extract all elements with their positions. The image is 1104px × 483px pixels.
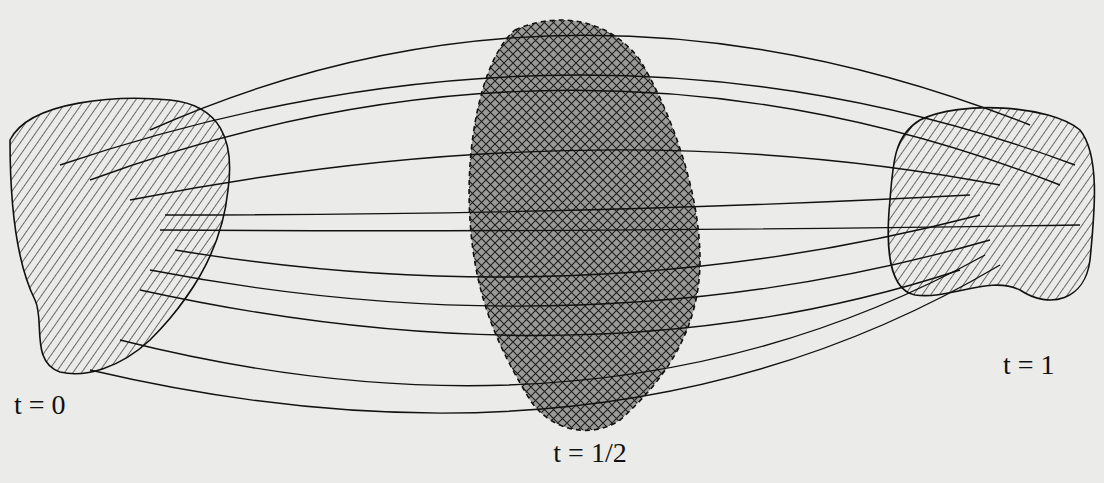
geodesic-curve (175, 215, 980, 277)
time-label: t = 1 (1003, 350, 1055, 381)
geodesic-curve (150, 35, 1030, 130)
geodesic-curve (130, 150, 1000, 200)
time-label: t = 1/2 (553, 438, 626, 469)
geodesic-curve (150, 240, 990, 306)
geodesic-curve (90, 265, 1000, 413)
time-label: t = 0 (14, 390, 66, 421)
geodesic-curve (165, 195, 970, 215)
geodesic-curve (140, 270, 960, 335)
geodesic-curve (120, 255, 985, 386)
geodesic-curve (60, 75, 1075, 165)
source-region (10, 98, 230, 373)
geodesic-curve (160, 225, 1080, 231)
geodesic-curves (60, 35, 1080, 413)
